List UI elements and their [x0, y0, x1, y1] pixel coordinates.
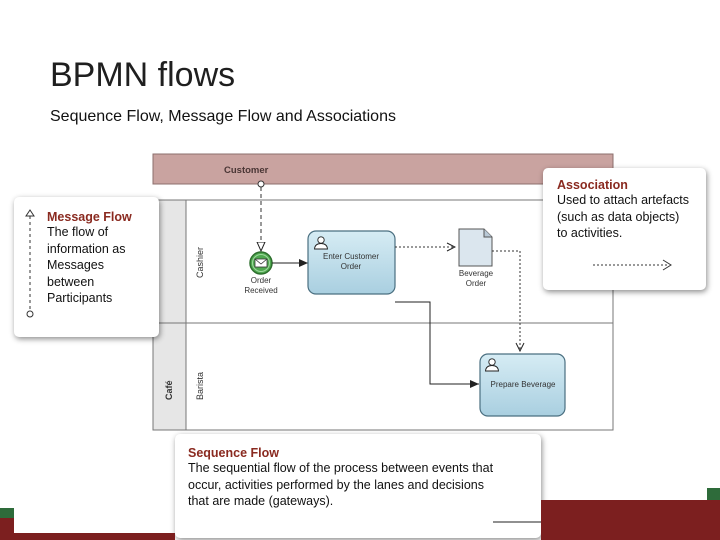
- callout-message-flow-line-1: The flow of: [47, 225, 109, 239]
- bottom-bar-right-green: [707, 488, 720, 500]
- association-2: [492, 250, 520, 351]
- message-flow-arrow: [258, 180, 264, 251]
- pool-customer-label: Customer: [224, 165, 269, 176]
- task-prepare-beverage: Prepare Beverage: [479, 353, 566, 417]
- callout-sequence-flow-title: Sequence Flow: [188, 446, 279, 460]
- page-subtitle: Sequence Flow, Message Flow and Associat…: [50, 108, 396, 125]
- data-object-label-1: Beverage: [459, 269, 494, 278]
- sequence-flow-2: [395, 301, 479, 388]
- data-object-label-2: Order: [466, 279, 487, 288]
- pool-cafe-label: Café: [164, 380, 174, 400]
- task-enter-customer-order: Enter Customer Order: [307, 230, 396, 295]
- callout-message-flow-title: Message Flow: [47, 210, 132, 224]
- message-flow-sample-icon: [25, 209, 35, 318]
- callout-sequence-flow-line-1: The sequential flow of the process betwe…: [188, 461, 494, 475]
- bottom-bar-mid-red: [14, 533, 175, 540]
- callout-message-flow-line-4: between: [47, 274, 95, 289]
- bottom-bar-left-green: [0, 508, 14, 518]
- lane-cashier-label: Cashier: [195, 247, 205, 278]
- page-title: BPMN flows: [50, 56, 236, 94]
- task-enter-label-2: Order: [341, 262, 362, 271]
- callout-association-line-3: to activities.: [557, 226, 623, 240]
- callout-association-title: Association: [557, 178, 628, 192]
- envelope-icon: [254, 258, 268, 268]
- callout-association-line-2: (such as data objects): [557, 209, 680, 224]
- callout-message-flow-line-2: information as: [47, 241, 126, 256]
- callout-sequence-flow: Sequence Flow The sequential flow of the…: [175, 434, 575, 538]
- start-event-label-1: Order: [251, 276, 272, 285]
- start-event-label-2: Received: [244, 286, 277, 295]
- callout-sequence-flow-line-3: that are made (gateways).: [188, 494, 334, 508]
- association-sample-icon: [593, 259, 672, 271]
- task-prepare-label: Prepare Beverage: [491, 380, 556, 389]
- callout-message-flow: Message Flow The flow of information as …: [14, 197, 159, 337]
- callout-association-line-1: Used to attach artefacts: [557, 193, 690, 207]
- callout-sequence-flow-line-2: occur, activities performed by the lanes…: [188, 477, 484, 492]
- task-enter-label-1: Enter Customer: [323, 252, 379, 261]
- start-event: Order Received: [244, 251, 278, 295]
- pool-customer: Customer: [152, 153, 614, 185]
- bottom-bar-left-red: [0, 518, 14, 540]
- lane-barista-label: Barista: [195, 372, 205, 400]
- callout-message-flow-line-5: Participants: [47, 291, 113, 305]
- user-icon: [314, 236, 328, 250]
- user-icon: [485, 358, 499, 372]
- callout-message-flow-line-3: Messages: [47, 258, 104, 272]
- callout-association: Association Used to attach artefacts (su…: [543, 168, 706, 290]
- bottom-bar-right-red: [541, 500, 720, 540]
